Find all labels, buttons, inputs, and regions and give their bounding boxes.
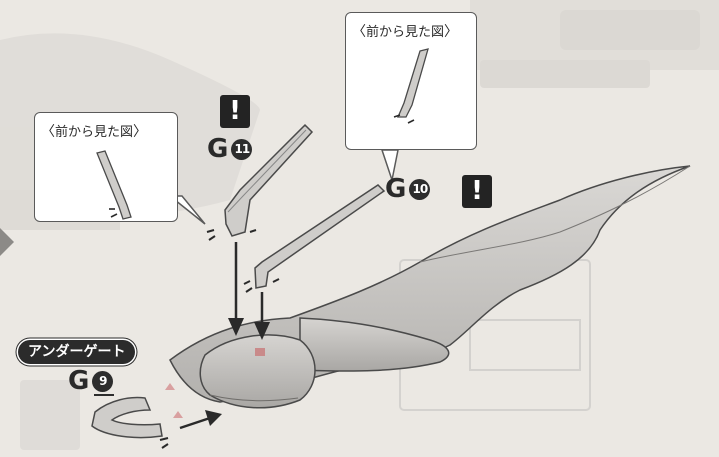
right-front-view-callout: 〈前から見た図〉 xyxy=(345,12,477,150)
part-number-badge: 10 xyxy=(409,178,431,200)
part-g11-shape xyxy=(206,123,314,241)
part-letter: G xyxy=(68,366,90,396)
left-front-view-callout: 〈前から見た図〉 xyxy=(34,112,178,222)
part-letter: G xyxy=(385,174,407,204)
main-body-part xyxy=(169,165,691,409)
part-number-badge: 11 xyxy=(231,138,253,160)
under-gate-badge: アンダーゲート xyxy=(18,340,136,364)
assembly-arrows xyxy=(179,242,270,430)
part-letter: G xyxy=(207,134,229,164)
marker-red-dot xyxy=(255,348,265,356)
side-arrow xyxy=(0,228,14,256)
part-number-badge: 9 xyxy=(92,370,114,392)
attention-icon-right: ! xyxy=(462,175,492,208)
right-callout-tail xyxy=(380,149,399,183)
left-callout-part-view xyxy=(96,150,132,220)
attention-icon-top: ! xyxy=(220,95,250,128)
part-label-g10: G 10 xyxy=(385,174,431,204)
right-callout-label: 〈前から見た図〉 xyxy=(352,24,459,40)
part-g9-shape xyxy=(91,383,183,449)
g9-underline xyxy=(94,394,114,396)
right-callout-part-view xyxy=(393,48,429,124)
part-label-g9: G 9 xyxy=(68,366,114,396)
part-label-g11: G 11 xyxy=(207,134,253,164)
left-callout-label: 〈前から見た図〉 xyxy=(41,124,148,140)
part-g10-shape xyxy=(243,184,386,293)
